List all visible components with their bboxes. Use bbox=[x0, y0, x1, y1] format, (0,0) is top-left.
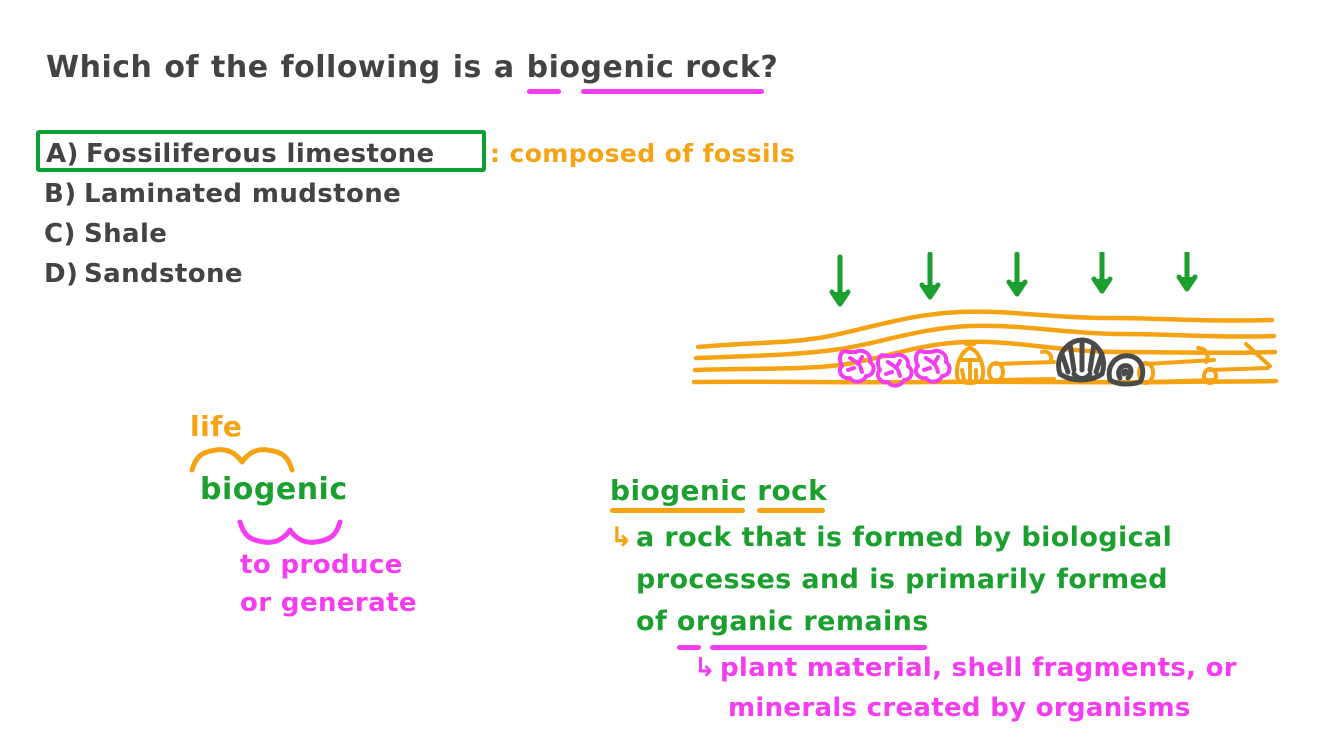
answer-options-list: A)Fossiliferous limestone B)Laminated mu… bbox=[36, 130, 486, 294]
log-fossil bbox=[1202, 342, 1272, 385]
question-word: is bbox=[452, 50, 482, 85]
option-a-text: Fossiliferous limestone bbox=[86, 139, 435, 169]
examples-block: ↳plant material, shell fragments, or min… bbox=[694, 648, 1314, 728]
compaction-pressure-arrow bbox=[919, 252, 941, 300]
option-a-content: A)Fossiliferous limestone bbox=[44, 139, 435, 169]
compaction-pressure-arrow bbox=[829, 254, 851, 307]
compaction-pressure-arrow-group bbox=[829, 252, 1198, 307]
option-a-label: A) bbox=[46, 139, 79, 169]
examples-text-2: minerals created by organisms bbox=[728, 693, 1191, 723]
coral-fossil-group bbox=[837, 348, 952, 388]
prefix-meaning-life: life bbox=[190, 410, 243, 443]
compaction-pressure-arrow bbox=[1091, 252, 1113, 294]
question-word: following bbox=[280, 50, 441, 85]
option-b-label: B) bbox=[44, 179, 77, 209]
log-fossil bbox=[987, 349, 1056, 383]
option-c-label: C) bbox=[44, 219, 76, 249]
option-c-text: Shale bbox=[84, 219, 168, 249]
meaning-text-line2: or generate bbox=[240, 588, 417, 618]
definition-text-2: processes and is primarily formed bbox=[636, 564, 1168, 595]
option-a-highlight-wrap: A)Fossiliferous limestone bbox=[36, 130, 486, 174]
definition-text-1: a rock that is formed by biological bbox=[636, 522, 1173, 553]
compaction-pressure-arrow bbox=[1006, 252, 1028, 297]
coral-fossil bbox=[913, 348, 952, 384]
strata-line bbox=[693, 323, 1277, 361]
question-term-bio: bio bbox=[526, 50, 581, 94]
option-row-b[interactable]: B)Laminated mudstone bbox=[44, 174, 435, 214]
sub-arrow-icon: ↳ bbox=[610, 522, 634, 553]
option-d-label: D) bbox=[44, 259, 79, 289]
scallop-shell-fossil bbox=[1056, 337, 1106, 383]
option-row-d[interactable]: D)Sandstone bbox=[44, 254, 435, 294]
log-fossil-group bbox=[987, 342, 1272, 385]
sedimentary-rock-diagram bbox=[690, 252, 1280, 392]
organic-remains-part1: or bbox=[676, 601, 710, 650]
examples-line-2: minerals created by organisms bbox=[694, 688, 1314, 728]
log-fossil bbox=[1137, 346, 1216, 385]
ammonite-fossil bbox=[955, 342, 985, 385]
compaction-pressure-arrow bbox=[1176, 252, 1198, 292]
definition-text-3-prefix: of bbox=[636, 606, 668, 637]
snail-shell-fossil bbox=[1106, 353, 1146, 387]
option-row-a[interactable]: A)Fossiliferous limestone bbox=[36, 130, 486, 174]
question-word: the bbox=[211, 50, 269, 85]
strata-line bbox=[695, 309, 1275, 350]
target-word-biogenic: biogenic bbox=[200, 472, 348, 507]
examples-line-1: ↳plant material, shell fragments, or bbox=[694, 648, 1314, 688]
definition-term-word2: rock bbox=[757, 474, 828, 513]
brace-under-genic-icon bbox=[237, 519, 343, 545]
question-term-genic-rock: genic rock? bbox=[580, 50, 779, 94]
option-row-c[interactable]: C) Shale bbox=[44, 214, 435, 254]
definition-line-2: processes and is primarily formed bbox=[610, 559, 1310, 601]
word-breakdown: life biogenic to produce or generate bbox=[186, 410, 476, 630]
definition-line-3: of organic remains bbox=[610, 601, 1310, 650]
correct-answer-box bbox=[36, 130, 486, 172]
question-word: of bbox=[164, 50, 200, 85]
sub-arrow-icon: ↳ bbox=[694, 653, 717, 683]
strata-line bbox=[692, 339, 1278, 373]
brace-over-bio-icon bbox=[189, 447, 295, 473]
examples-text-1: plant material, shell fragments, or bbox=[720, 653, 1237, 683]
question-word: a bbox=[493, 50, 515, 85]
definition-line-1: ↳a rock that is formed by biological bbox=[610, 517, 1310, 559]
definition-term-word1: biogenic bbox=[610, 474, 748, 513]
coral-fossil bbox=[837, 348, 876, 384]
option-a-annotation: : composed of fossils bbox=[490, 139, 796, 168]
organic-remains-part2: ganic remains bbox=[709, 601, 929, 650]
option-b-text: Laminated mudstone bbox=[84, 179, 402, 209]
option-d-text: Sandstone bbox=[84, 259, 243, 289]
organic-remains-phrase: organic remains bbox=[676, 601, 938, 650]
question-word: Which bbox=[46, 50, 153, 85]
meaning-text-line1: to produce bbox=[240, 550, 403, 580]
coral-fossil bbox=[875, 352, 914, 388]
